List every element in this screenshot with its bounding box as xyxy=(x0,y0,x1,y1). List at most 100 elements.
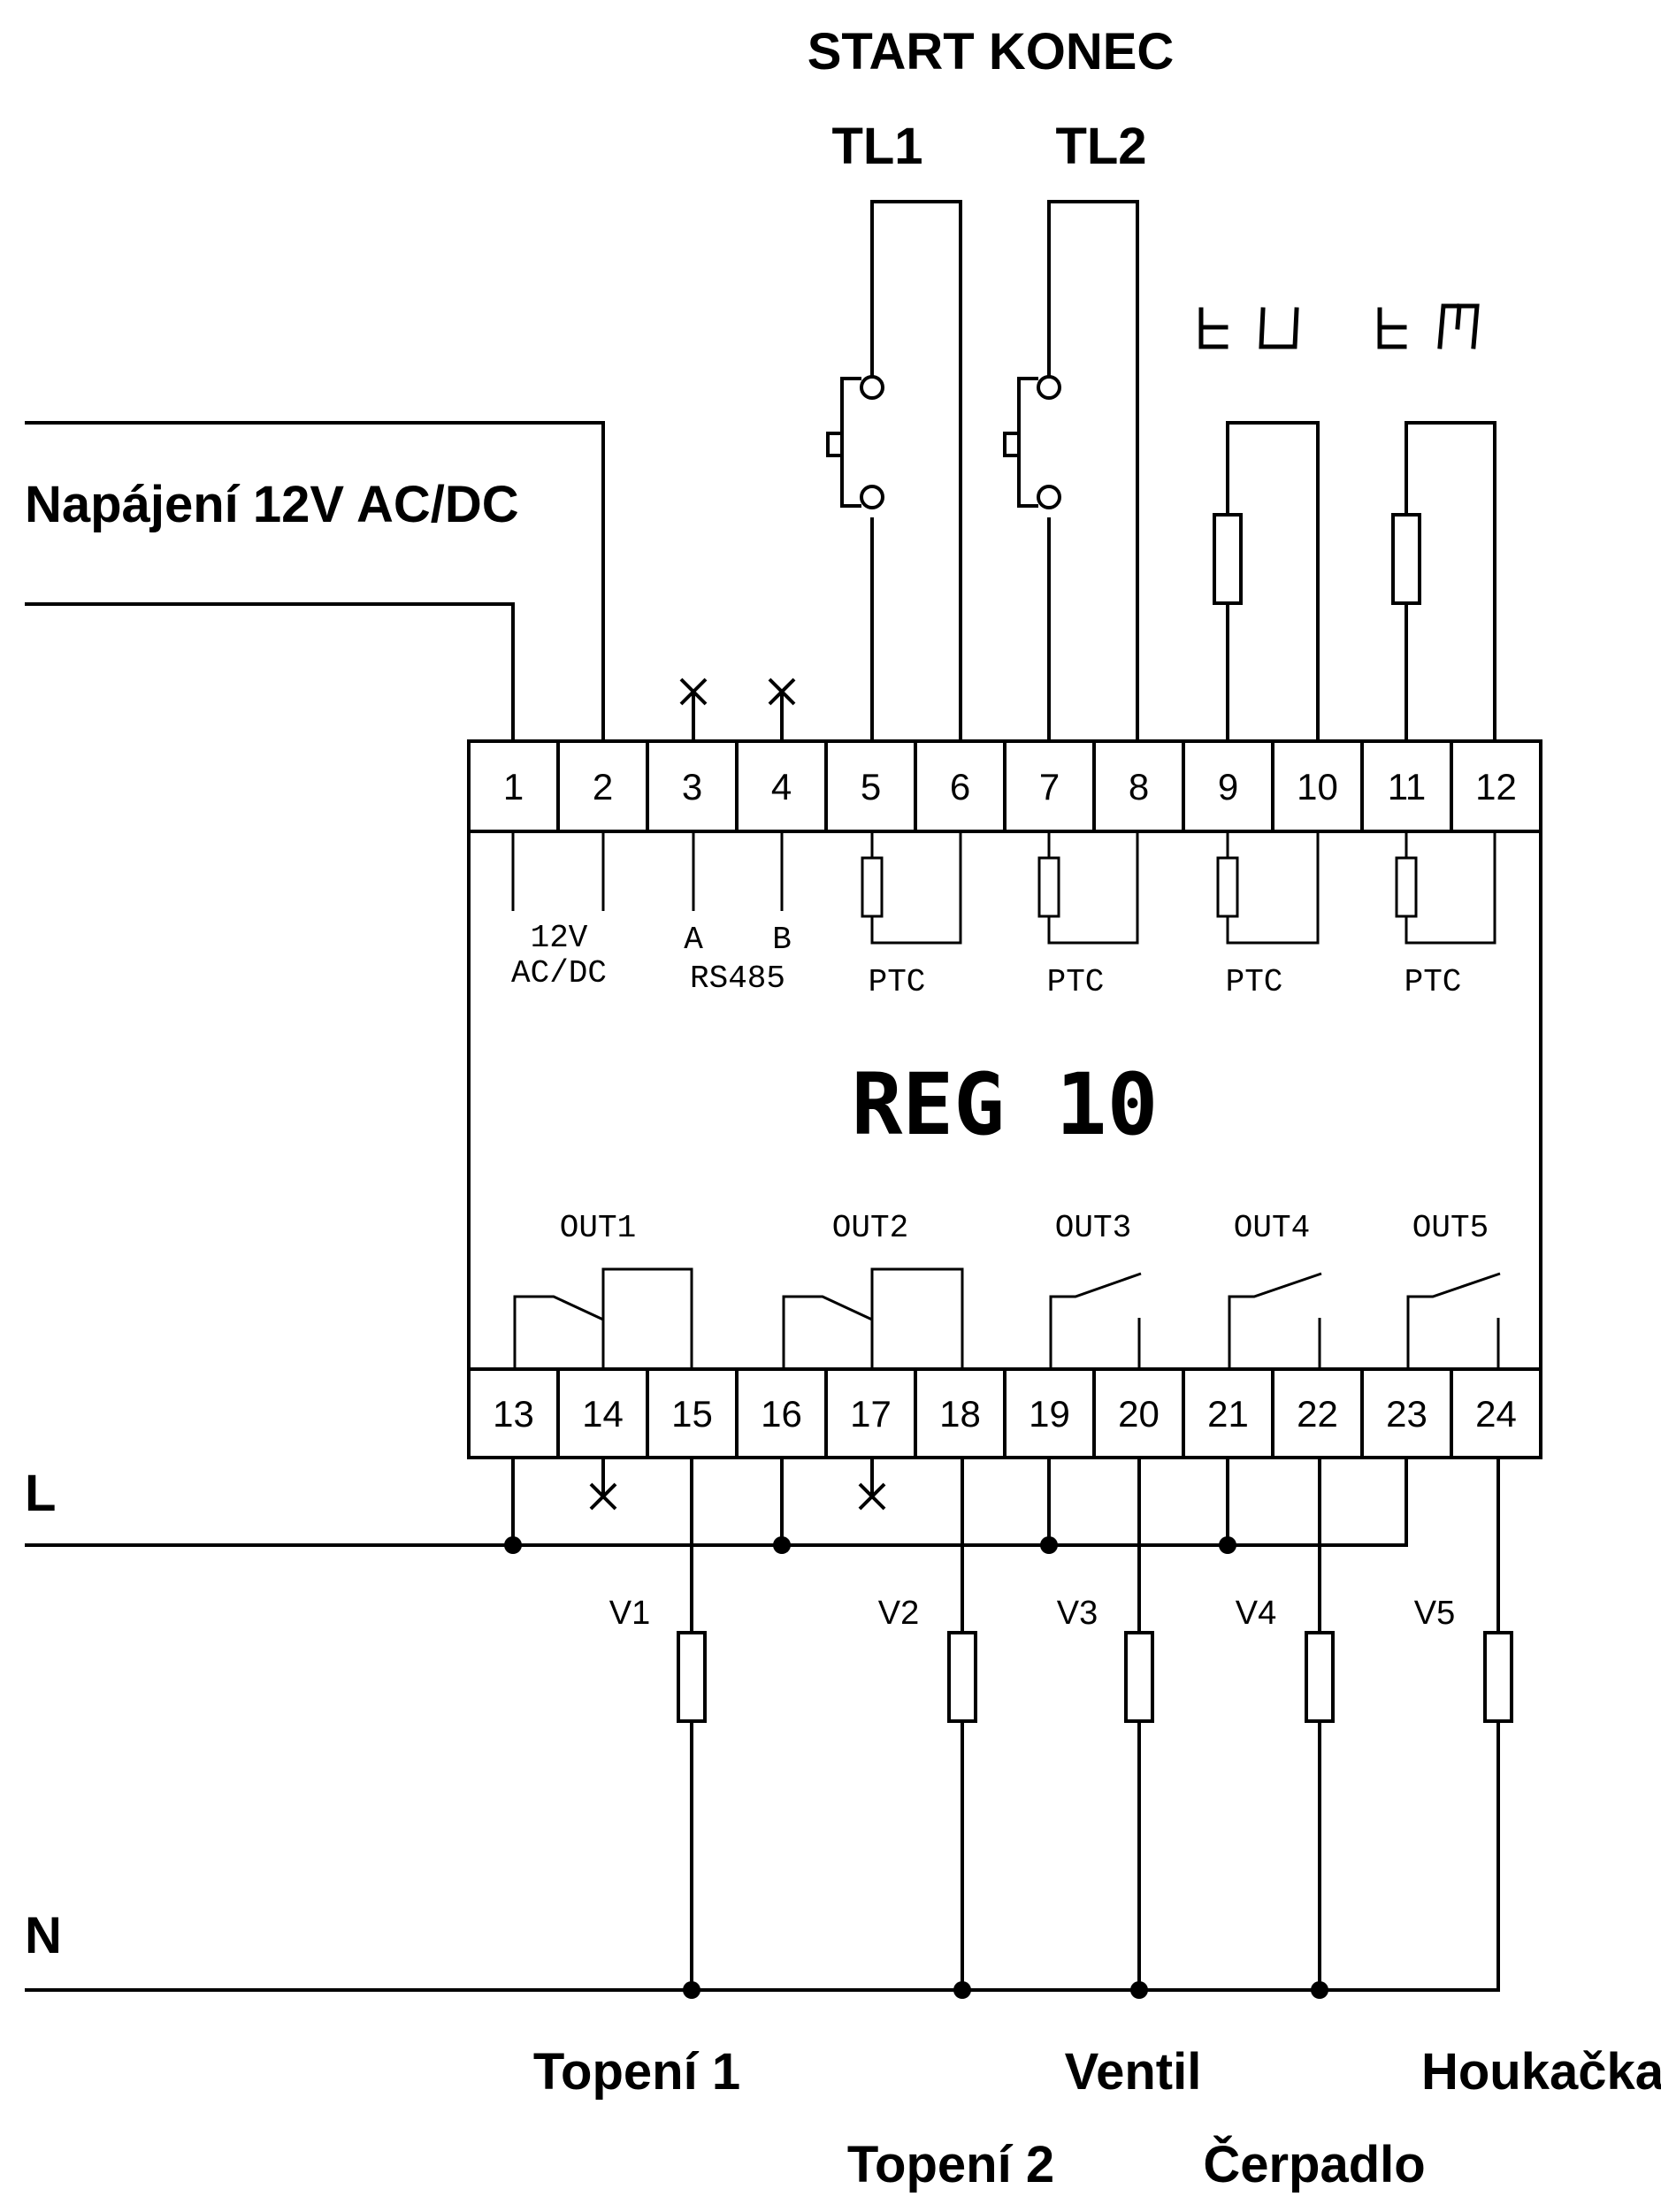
top-terminal-number: 6 xyxy=(950,766,970,807)
top-terminal-number: 4 xyxy=(771,766,792,807)
rs485-a-text: A xyxy=(684,922,703,958)
live-taps xyxy=(511,1458,1229,1545)
v4-label: V4 xyxy=(1236,1595,1276,1632)
ptc-wire xyxy=(1047,831,1139,945)
sensor-tm xyxy=(1391,421,1496,741)
tl2-label: TL2 xyxy=(1055,118,1146,175)
ptc-resistor xyxy=(1395,856,1418,918)
display-tu-label: tU xyxy=(1198,307,1299,349)
out3-label: OUT3 xyxy=(1055,1210,1131,1246)
ptc-resistor xyxy=(861,856,884,918)
ptc-label-4: PTC xyxy=(1405,964,1462,1000)
inner-terminal-leads xyxy=(511,831,784,911)
v2-label: V2 xyxy=(878,1595,919,1632)
bottom-terminal-cell xyxy=(914,1367,1007,1459)
bottom-terminal-number: 18 xyxy=(939,1393,981,1435)
ptc-wire xyxy=(1226,831,1320,945)
load-name-ventil: Ventil xyxy=(1065,2043,1202,2101)
top-terminal-cell xyxy=(1360,739,1453,833)
load-name-topeni1: Topení 1 xyxy=(533,2043,740,2101)
sensor-tu xyxy=(1213,421,1320,741)
relay-out3 xyxy=(1049,1272,1142,1369)
top-terminal-number: 5 xyxy=(861,766,881,807)
module-title: REG 10 xyxy=(852,1055,1159,1154)
load-name-houkacka: Houkačka xyxy=(1421,2043,1661,2101)
top-terminal-number: 9 xyxy=(1218,766,1238,807)
terminal-3-open-mark xyxy=(679,677,708,741)
relay-out2 xyxy=(782,1267,964,1369)
button-tl2 xyxy=(1003,200,1139,741)
power-12v-text: 12V xyxy=(531,920,588,956)
power-supply-label: Napájení 12V AC/DC xyxy=(25,476,519,533)
terminal-4-open-mark xyxy=(768,677,796,741)
bottom-terminal-number: 15 xyxy=(671,1393,713,1435)
top-terminal-number: 10 xyxy=(1297,766,1338,807)
neutral-line-label: N xyxy=(25,1907,62,1964)
bottom-terminal-number: 13 xyxy=(493,1393,534,1435)
ptc-label-1: PTC xyxy=(869,964,926,1000)
v1-label: V1 xyxy=(609,1595,650,1632)
load-v5 xyxy=(1483,1458,1513,1992)
ptc-wire xyxy=(870,831,962,945)
bottom-terminal-number: 23 xyxy=(1386,1393,1428,1435)
top-terminal-number: 3 xyxy=(682,766,702,807)
bottom-terminal-cell xyxy=(1450,1367,1542,1459)
rs485-b-text: B xyxy=(772,922,792,958)
out2-label: OUT2 xyxy=(832,1210,908,1246)
power-wire-2 xyxy=(25,421,605,741)
bottom-terminal-number: 16 xyxy=(761,1393,802,1435)
load-v1 xyxy=(677,1458,707,1999)
top-terminal-number: 8 xyxy=(1129,766,1149,807)
rs485-text: RS485 xyxy=(690,961,785,997)
top-terminal-number: 11 xyxy=(1388,766,1427,807)
load-v2 xyxy=(947,1458,977,1999)
bottom-terminal-number: 20 xyxy=(1118,1393,1160,1435)
ptc-label-2: PTC xyxy=(1047,964,1105,1000)
ptc-resistor xyxy=(1216,856,1239,918)
bottom-terminal-cell xyxy=(1271,1367,1364,1459)
tl1-label: TL1 xyxy=(831,118,922,175)
live-line xyxy=(25,1458,1408,1547)
junction-dot xyxy=(1219,1536,1236,1554)
relay-out5 xyxy=(1406,1272,1501,1369)
ptc-inputs xyxy=(861,831,1496,945)
bottom-terminal-number: 21 xyxy=(1207,1393,1249,1435)
power-wire-1 xyxy=(25,602,515,741)
load-v4 xyxy=(1305,1458,1335,1999)
relay-out4 xyxy=(1228,1272,1322,1369)
terminal-14-open-mark xyxy=(589,1458,617,1511)
top-terminal-number: 7 xyxy=(1039,766,1060,807)
ptc-wire xyxy=(1405,831,1496,945)
display-tm-label: tM xyxy=(1377,303,1480,349)
v3-label: V3 xyxy=(1057,1595,1098,1632)
junction-dot xyxy=(504,1536,522,1554)
live-line-label: L xyxy=(25,1465,56,1522)
top-terminal-number: 1 xyxy=(503,766,524,807)
terminal-17-open-mark xyxy=(858,1458,886,1511)
bottom-terminal-number: 17 xyxy=(850,1393,892,1435)
bottom-terminal-number: 19 xyxy=(1029,1393,1070,1435)
top-terminal-cell xyxy=(824,739,917,833)
bottom-terminal-number: 14 xyxy=(582,1393,624,1435)
bottom-terminal-cell xyxy=(735,1367,828,1459)
top-terminal-number: 12 xyxy=(1475,766,1517,807)
out1-label: OUT1 xyxy=(560,1210,636,1246)
v5-label: V5 xyxy=(1414,1595,1455,1632)
junction-dot xyxy=(1040,1536,1058,1554)
top-terminal-cell xyxy=(1182,739,1274,833)
load-name-cerpadlo: Čerpadlo xyxy=(1203,2136,1425,2193)
out4-label: OUT4 xyxy=(1234,1210,1310,1246)
out5-label: OUT5 xyxy=(1412,1210,1489,1246)
button-tl1 xyxy=(826,200,962,741)
top-terminal-number: 2 xyxy=(593,766,613,807)
top-terminal-cell xyxy=(1003,739,1096,833)
junction-dot xyxy=(773,1536,791,1554)
reg10-module xyxy=(467,739,1542,1459)
load-name-topeni2: Topení 2 xyxy=(847,2136,1054,2193)
ptc-resistor xyxy=(1037,856,1060,918)
bottom-terminal-cell xyxy=(1003,1367,1096,1459)
relay-out1 xyxy=(513,1267,693,1369)
